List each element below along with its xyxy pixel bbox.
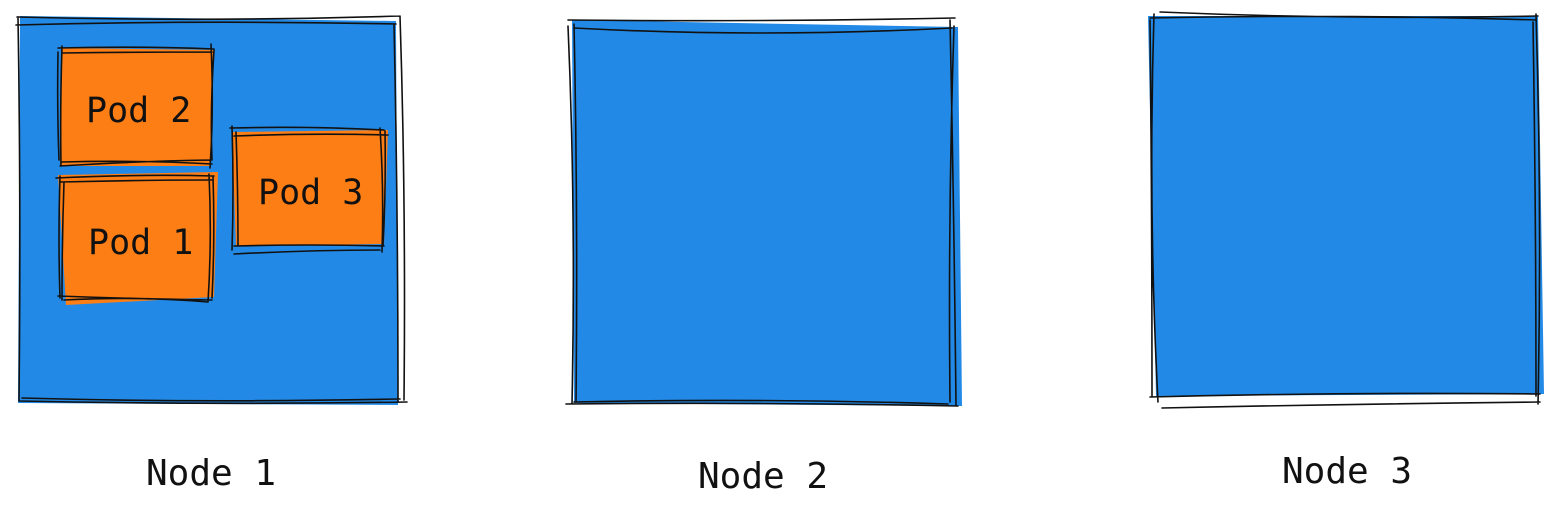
pod-label: Pod 2 (86, 91, 191, 131)
node-2-outline (565, 17, 959, 407)
node-2-box (572, 20, 962, 406)
node-label: Node 3 (1282, 451, 1412, 492)
pod-label: Pod 1 (88, 223, 193, 263)
node-3: Node 3 (1148, 11, 1544, 492)
node-2: Node 2 (565, 17, 962, 497)
node-3-box (1148, 16, 1544, 396)
node-label: Node 1 (146, 453, 276, 494)
node-label: Node 2 (698, 456, 828, 497)
node-1: Pod 2 Pod 1 Pod 3 Node 1 (15, 15, 408, 494)
node-3-outline (1149, 11, 1541, 409)
pod-1: Pod 1 (55, 172, 218, 305)
pod-3: Pod 3 (229, 125, 389, 255)
pod-label: Pod 3 (258, 173, 363, 213)
node-1-outline (15, 15, 408, 405)
pod-2: Pod 2 (56, 43, 215, 169)
